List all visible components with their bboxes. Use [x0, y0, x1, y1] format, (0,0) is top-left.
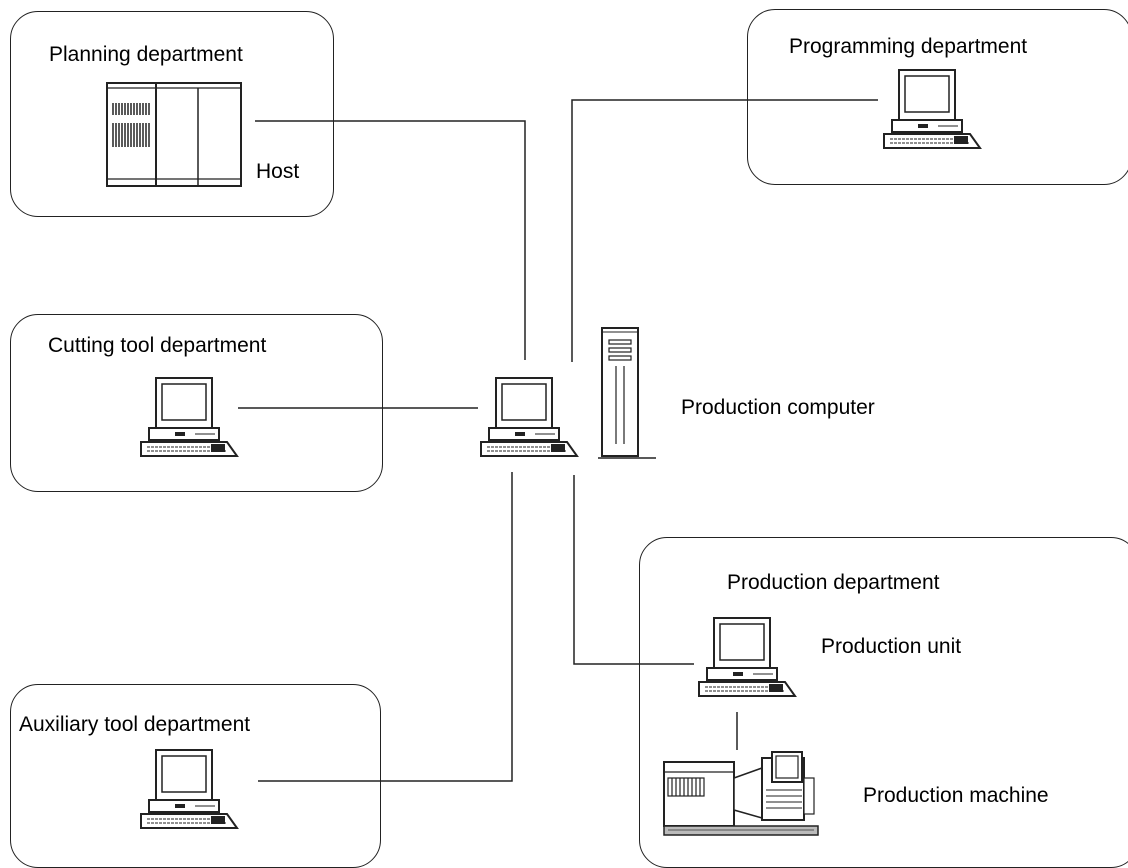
planning-department-box: [10, 11, 334, 217]
planning-department-title: Planning department: [49, 43, 243, 66]
cutting-tool-workstation-icon: [140, 377, 238, 457]
link-auxiliary-central: [258, 472, 513, 782]
auxiliary-tool-workstation-icon: [140, 749, 238, 829]
production-unit-workstation-icon: [698, 617, 796, 697]
tower-server-icon: [598, 327, 656, 459]
mainframe-icon: [106, 82, 242, 187]
auxiliary-tool-department-title: Auxiliary tool department: [19, 713, 251, 736]
programming-workstation-icon: [883, 69, 981, 149]
link-programming-central: [571, 99, 878, 362]
production-department-title: Production department: [727, 571, 940, 594]
link-planning-central: [255, 120, 526, 360]
cutting-tool-department-title: Cutting tool department: [48, 334, 267, 357]
programming-department-title: Programming department: [789, 35, 1028, 58]
cutting-tool-department-box: [10, 314, 383, 492]
production-unit-label: Production unit: [821, 635, 962, 658]
host-label: Host: [256, 160, 300, 183]
link-central-production-unit: [573, 475, 694, 665]
central-workstation-icon: [480, 377, 578, 457]
machine-tool-icon: [663, 751, 819, 836]
production-machine-label: Production machine: [863, 784, 1049, 807]
programming-department-box: [747, 9, 1128, 185]
production-computer-label: Production computer: [681, 396, 875, 419]
